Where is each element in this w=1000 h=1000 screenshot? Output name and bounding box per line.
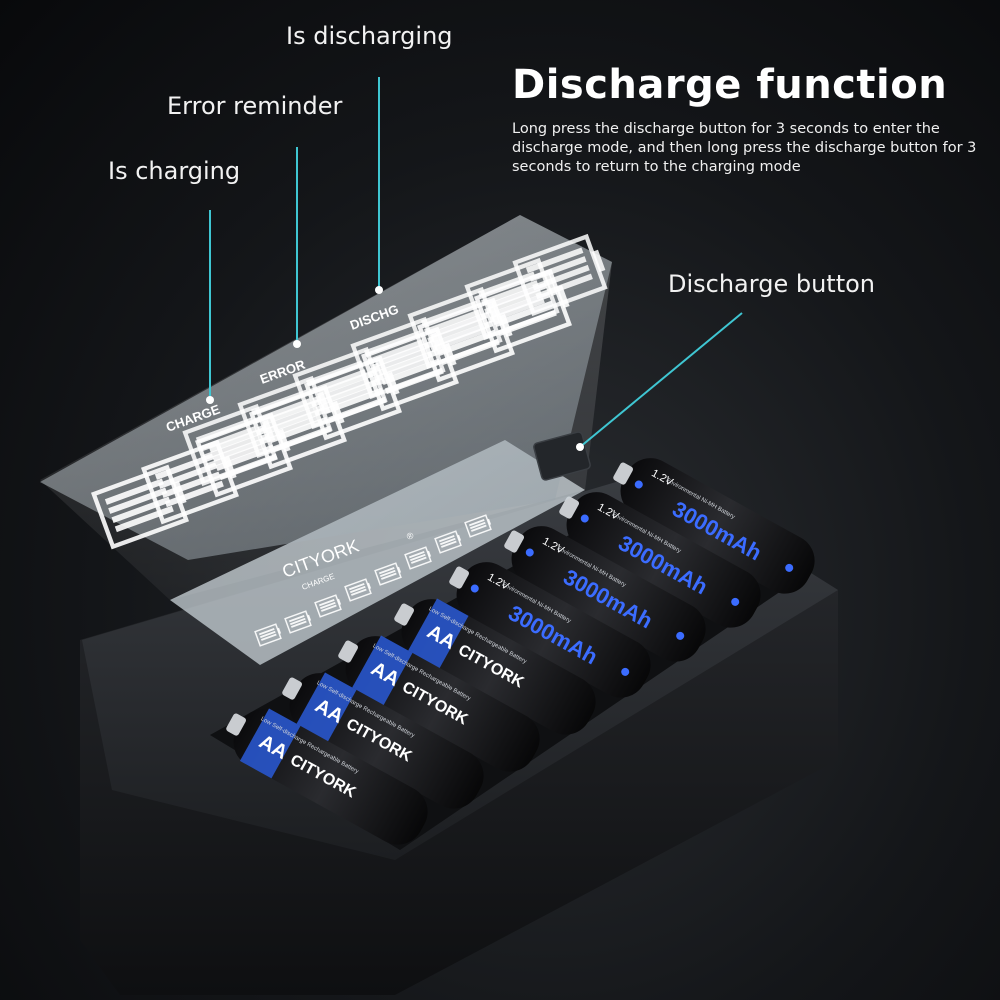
lcd-battery-icon (512, 233, 608, 317)
lcd-battery-icon (350, 316, 446, 400)
callout-line-button (579, 312, 743, 448)
lcd-battery-segments (90, 233, 608, 550)
lcd-battery-icon (314, 594, 342, 618)
callout-lines (209, 77, 743, 448)
callout-discharge-button: Discharge button (668, 270, 875, 298)
callout-is-charging: Is charging (108, 157, 241, 185)
headline-title: Discharge function (512, 62, 948, 108)
headline-description: Long press the discharge button for 3 se… (512, 121, 977, 175)
callout-error-reminder: Error reminder (167, 92, 343, 120)
lcd-battery-icon (407, 286, 503, 370)
lcd-battery-icon (237, 375, 333, 459)
lcd-battery-icon (182, 403, 278, 487)
callout-dots (206, 286, 584, 451)
charger-screen-segments (254, 514, 492, 647)
enlarged-lcd-panel: CHARGE ERROR DISCHG (40, 215, 612, 560)
lcd-battery-icon (292, 346, 388, 430)
lcd-battery-icon (434, 530, 462, 554)
lcd-battery-icon (344, 578, 372, 602)
lcd-battery-icon (464, 514, 492, 538)
lcd-battery-icon (404, 546, 432, 570)
lcd-battery-icon (284, 610, 312, 634)
lcd-battery-icon (374, 562, 402, 586)
lcd-battery-icon (254, 623, 282, 647)
discharge-button[interactable] (533, 431, 591, 481)
lcd-battery-icon (140, 439, 240, 525)
callout-is-discharging: Is discharging (286, 22, 453, 50)
